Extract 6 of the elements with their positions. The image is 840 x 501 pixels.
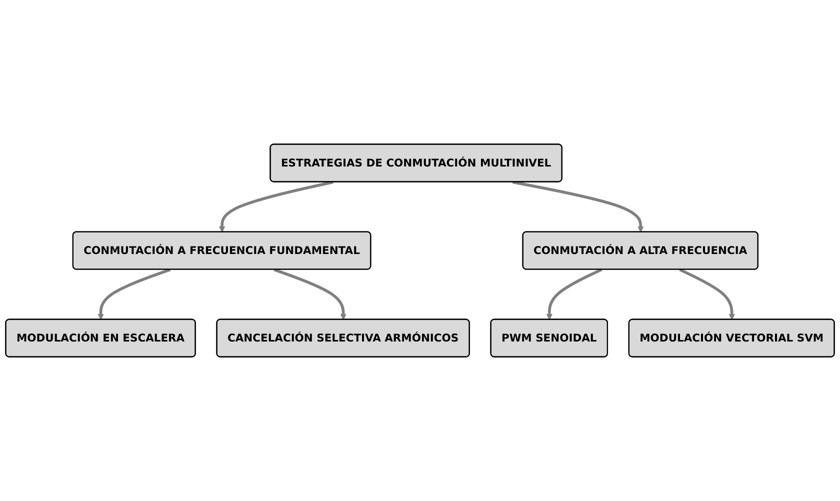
arrow: [218, 180, 334, 232]
arrow: [679, 268, 736, 320]
arrow: [274, 268, 346, 320]
arrow: [98, 268, 171, 320]
arrow: [512, 180, 644, 232]
arrow: [546, 268, 602, 320]
